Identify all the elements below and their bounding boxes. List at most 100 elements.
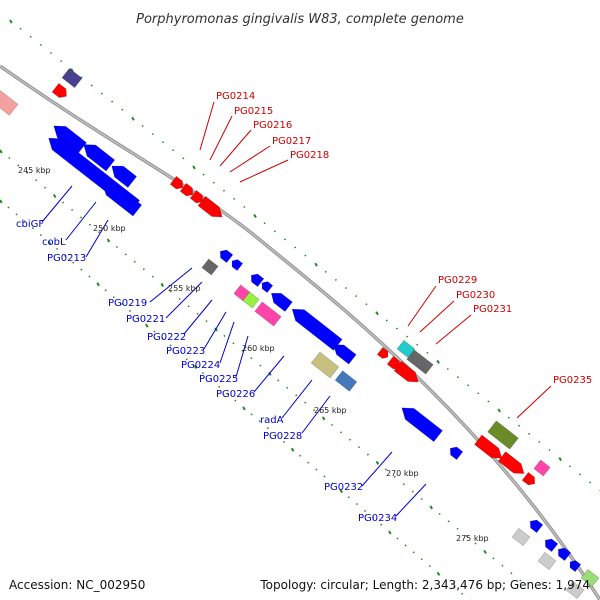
gene-label-pg0226[interactable]: PG0226 bbox=[216, 389, 255, 400]
scale-tick-mark bbox=[23, 220, 26, 223]
scale-tick-mark bbox=[205, 320, 208, 323]
gene-label-pg0231[interactable]: PG0231 bbox=[473, 304, 512, 315]
reverse-gene-arrow[interactable] bbox=[567, 558, 582, 573]
gene-label-pg0230[interactable]: PG0230 bbox=[456, 290, 495, 301]
reverse-gene-arrow[interactable] bbox=[98, 178, 143, 217]
forward-gene-arrow[interactable] bbox=[474, 434, 505, 463]
gene-label-pg0218[interactable]: PG0218 bbox=[290, 150, 329, 161]
gene-box[interactable] bbox=[487, 420, 519, 450]
gene-box[interactable] bbox=[580, 568, 600, 588]
reverse-gene-arrow[interactable] bbox=[288, 304, 343, 351]
gene-label-pg0217[interactable]: PG0217 bbox=[272, 136, 311, 147]
gene-label-pg0228[interactable]: PG0228 bbox=[263, 431, 302, 442]
gene-label-cobl[interactable]: cobL bbox=[42, 237, 66, 248]
gene-box[interactable] bbox=[334, 370, 358, 392]
reverse-gene-arrow[interactable] bbox=[527, 517, 544, 534]
gene-box[interactable] bbox=[533, 459, 551, 477]
forward-gene-arrow[interactable] bbox=[376, 346, 390, 360]
gene-label-pg0221[interactable]: PG0221 bbox=[126, 314, 165, 325]
scale-tick-mark bbox=[169, 344, 172, 347]
scale-tick-mark bbox=[80, 76, 83, 79]
gene-box[interactable] bbox=[310, 351, 340, 379]
scale-tick-mark bbox=[497, 408, 501, 413]
topology-text: Topology: circular; Length: 2,343,476 bp… bbox=[260, 578, 590, 592]
scale-tick-mark bbox=[39, 234, 42, 237]
gene-box[interactable] bbox=[511, 527, 531, 547]
forward-gene-arrow[interactable] bbox=[169, 175, 186, 191]
scale-tick-mark bbox=[321, 416, 326, 421]
gene-label-pg0234[interactable]: PG0234 bbox=[358, 513, 397, 524]
gene-label-pg0223[interactable]: PG0223 bbox=[166, 346, 205, 357]
forward-gene-arrow[interactable] bbox=[51, 82, 70, 100]
gene-label-pg0222[interactable]: PG0222 bbox=[147, 332, 186, 343]
gene-label-rada[interactable]: radA bbox=[260, 415, 284, 426]
scale-tick-mark bbox=[453, 585, 456, 588]
scale-tick-mark bbox=[137, 316, 140, 319]
scale-tick-mark bbox=[39, 43, 42, 46]
forward-gene-arrow[interactable] bbox=[497, 451, 527, 479]
scale-tick-mark bbox=[568, 465, 571, 468]
scale-tick-mark bbox=[411, 490, 414, 493]
scale-tick-mark bbox=[436, 359, 440, 364]
reverse-gene-arrow[interactable] bbox=[259, 279, 274, 294]
gene-label-pg0213[interactable]: PG0213 bbox=[47, 253, 86, 264]
gene-label-pg0229[interactable]: PG0229 bbox=[438, 275, 477, 286]
reverse-gene-arrow[interactable] bbox=[555, 545, 572, 562]
forward-gene-arrow[interactable] bbox=[393, 360, 422, 386]
reverse-gene-arrow[interactable] bbox=[50, 120, 87, 155]
gene-features bbox=[0, 67, 600, 600]
scale-tick-mark bbox=[467, 384, 470, 387]
reverse-gene-arrow[interactable] bbox=[330, 340, 357, 365]
gene-label-pg0215[interactable]: PG0215 bbox=[234, 106, 273, 117]
scale-tick-mark bbox=[131, 116, 135, 121]
reverse-gene-arrow[interactable] bbox=[398, 402, 443, 443]
scale-tick-mark bbox=[250, 357, 253, 360]
scale-ticks bbox=[0, 19, 600, 600]
tick-label-275: 275 kbp bbox=[456, 534, 489, 543]
gene-box[interactable] bbox=[565, 580, 585, 600]
reverse-gene-arrow[interactable] bbox=[542, 536, 559, 553]
scale-tick-mark bbox=[483, 549, 487, 554]
forward-gene-arrow[interactable] bbox=[179, 182, 196, 198]
reverse-gene-arrow[interactable] bbox=[268, 288, 293, 312]
gene-label-cbigf[interactable]: cbiGF bbox=[16, 219, 44, 230]
scale-tick-mark bbox=[202, 173, 205, 176]
gene-box[interactable] bbox=[254, 301, 282, 327]
scale-tick-mark bbox=[299, 454, 302, 457]
gene-label-pg0235[interactable]: PG0235 bbox=[553, 375, 592, 386]
gene-label-pg0214[interactable]: PG0214 bbox=[216, 91, 255, 102]
reverse-gene-arrow[interactable] bbox=[229, 257, 244, 272]
scale-tick-mark bbox=[348, 438, 352, 441]
gene-label-pg0225[interactable]: PG0225 bbox=[199, 374, 238, 385]
forward-gene-arrow[interactable] bbox=[197, 195, 226, 221]
gene-label-pg0219[interactable]: PG0219 bbox=[108, 298, 147, 309]
gene-label-pg0224[interactable]: PG0224 bbox=[181, 360, 220, 371]
gene-box[interactable] bbox=[396, 339, 416, 359]
reverse-gene-arrow[interactable] bbox=[217, 247, 234, 264]
reverse-gene-arrow[interactable] bbox=[248, 271, 265, 288]
scale-tick-mark bbox=[324, 270, 327, 273]
gene-box[interactable] bbox=[537, 551, 557, 571]
forward-gene-arrow[interactable] bbox=[189, 189, 206, 205]
gene-label-pg0232[interactable]: PG0232 bbox=[324, 482, 363, 493]
forward-gene-arrow[interactable] bbox=[521, 471, 538, 487]
scale-tick-mark bbox=[153, 330, 156, 333]
label-leader-line bbox=[149, 267, 193, 303]
reverse-gene-arrow[interactable] bbox=[107, 160, 137, 188]
gene-box[interactable] bbox=[0, 90, 19, 116]
scale-tick-mark bbox=[218, 385, 221, 388]
gene-box[interactable] bbox=[406, 349, 434, 375]
gene-box[interactable] bbox=[242, 291, 260, 309]
scale-tick-mark bbox=[461, 592, 464, 595]
gene-box[interactable] bbox=[201, 258, 219, 276]
scale-tick-mark bbox=[345, 287, 348, 290]
gene-label-pg0216[interactable]: PG0216 bbox=[253, 120, 292, 131]
scale-tick-mark bbox=[52, 193, 57, 198]
reverse-gene-arrow[interactable] bbox=[447, 444, 464, 461]
scale-tick-mark bbox=[315, 468, 318, 471]
scale-tick-mark bbox=[446, 368, 449, 371]
scale-tick-mark bbox=[416, 343, 419, 346]
label-leader-line bbox=[183, 299, 213, 335]
gene-box[interactable] bbox=[61, 67, 83, 89]
reverse-gene-arrow[interactable] bbox=[79, 139, 116, 172]
